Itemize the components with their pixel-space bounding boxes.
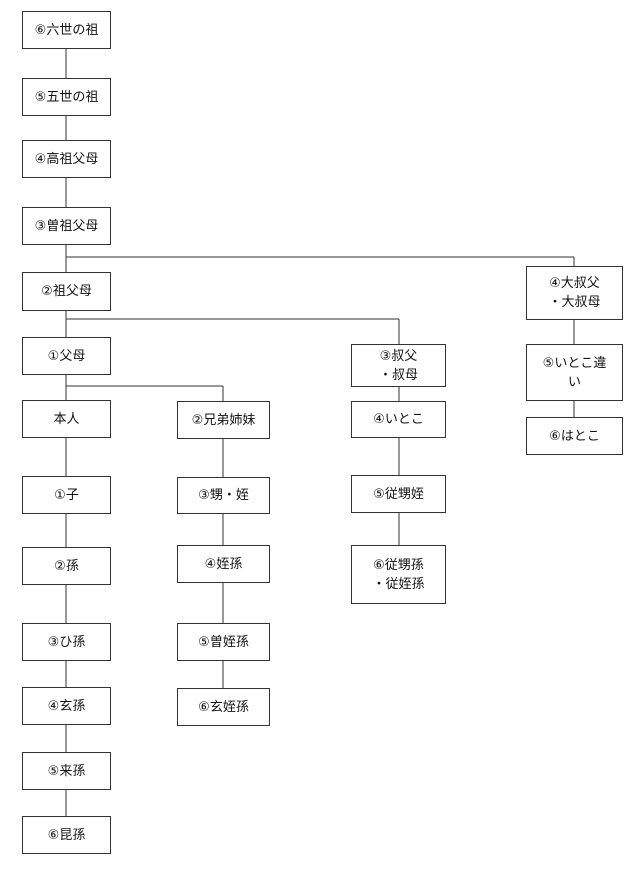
node-itoko-chigai: ⑤いとこ違 い bbox=[526, 344, 623, 401]
node-souso-fubo: ③曽祖父母 bbox=[22, 207, 111, 245]
node-ko: ①子 bbox=[22, 476, 111, 514]
node-gen-teison: ⑥玄姪孫 bbox=[177, 688, 270, 726]
node-kyoudai-shimai: ②兄弟姉妹 bbox=[177, 401, 270, 439]
node-oji-oba: ③叔父 ・叔母 bbox=[351, 344, 446, 387]
node-konson: ⑥昆孫 bbox=[22, 816, 111, 854]
node-kouso-fubo: ④高祖父母 bbox=[22, 140, 111, 178]
node-sofubo: ②祖父母 bbox=[22, 272, 111, 311]
node-itoko: ④いとこ bbox=[351, 401, 446, 438]
node-genson: ④玄孫 bbox=[22, 687, 111, 725]
node-mago: ②孫 bbox=[22, 547, 111, 585]
node-fubo: ①父母 bbox=[22, 337, 111, 375]
node-dai-oji-oba: ④大叔父 ・大叔母 bbox=[526, 266, 623, 320]
node-rokusei-no-so: ⑥六世の祖 bbox=[22, 11, 111, 49]
node-honnin: 本人 bbox=[22, 400, 111, 438]
node-himago: ③ひ孫 bbox=[22, 623, 111, 661]
node-juu-seison: ⑥従甥孫 ・従姪孫 bbox=[351, 545, 446, 604]
node-oi-mei: ③甥・姪 bbox=[177, 477, 270, 514]
node-sou-teison: ⑤曽姪孫 bbox=[177, 623, 270, 661]
node-gosei-no-so: ⑤五世の祖 bbox=[22, 78, 111, 116]
node-teison: ④姪孫 bbox=[177, 545, 270, 583]
node-juu-seitei: ⑤従甥姪 bbox=[351, 475, 446, 513]
node-hatoko: ⑥はとこ bbox=[526, 417, 623, 455]
node-raison: ⑤来孫 bbox=[22, 752, 111, 790]
